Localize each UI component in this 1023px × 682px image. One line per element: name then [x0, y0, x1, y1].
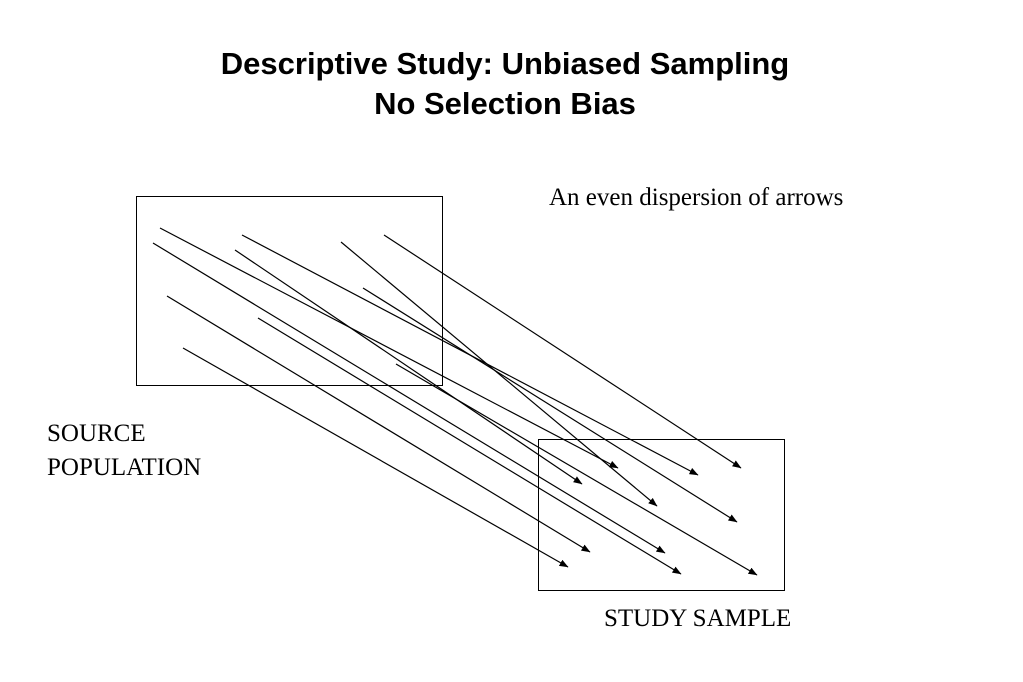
- sampling-arrow-7: [362, 287, 738, 523]
- source-population-box: [136, 196, 443, 386]
- sampling-arrow-1: [159, 227, 619, 469]
- source-population-label: SOURCE POPULATION: [47, 417, 201, 485]
- sampling-arrow-3: [340, 241, 658, 507]
- source-label-line-1: SOURCE: [47, 420, 146, 447]
- annotation-text: An even dispersion of arrows: [549, 184, 844, 211]
- sampling-arrow-9: [257, 317, 682, 575]
- study-sample-box: [538, 439, 785, 591]
- sampling-arrows: [152, 227, 758, 576]
- sampling-arrow-8: [166, 295, 591, 553]
- title-line-2: No Selection Bias: [374, 86, 636, 121]
- sampling-arrow-11: [182, 347, 569, 568]
- study-sample-label: STUDY SAMPLE: [604, 605, 792, 632]
- title-line-1: Descriptive Study: Unbiased Sampling: [220, 46, 790, 81]
- slide-title: Descriptive Study: Unbiased Sampling No …: [0, 44, 1010, 124]
- sampling-arrow-4: [383, 234, 742, 469]
- source-label-line-2: POPULATION: [47, 454, 202, 481]
- sampling-arrow-5: [234, 249, 583, 485]
- sampling-arrow-6: [152, 242, 666, 554]
- sampling-arrow-10: [395, 363, 758, 576]
